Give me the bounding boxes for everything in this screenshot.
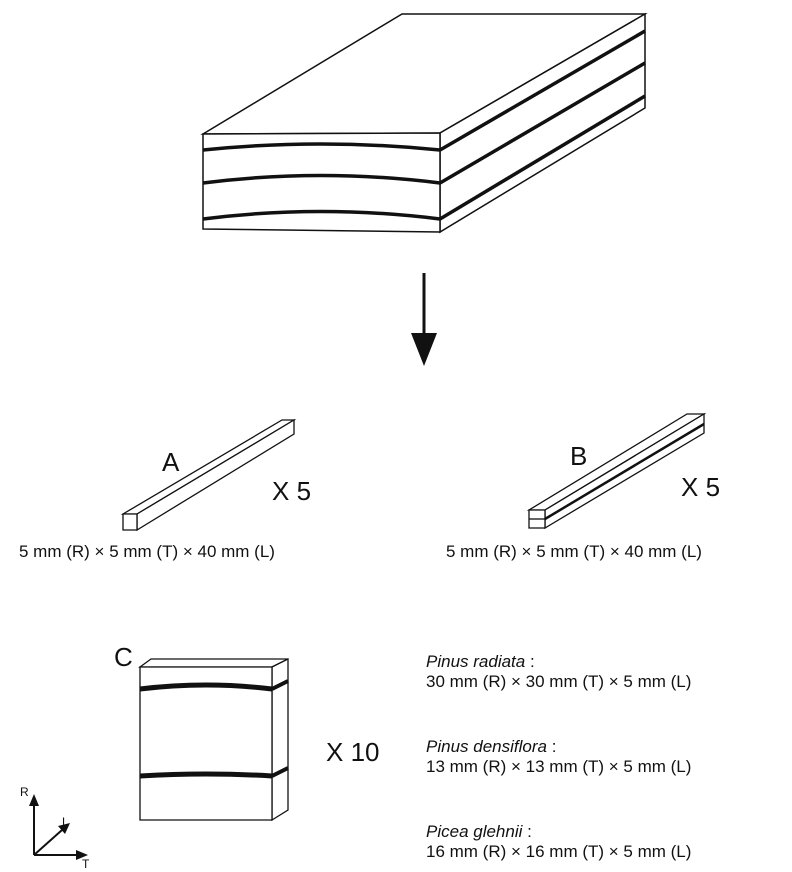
species-name: Picea glehnii bbox=[426, 822, 523, 841]
growth-ring-front-1 bbox=[202, 142, 441, 152]
species-picea-glehnii: Picea glehnii : 16 mm (R) × 16 mm (T) × … bbox=[426, 822, 691, 862]
specimen-c-top-face bbox=[138, 658, 289, 668]
axis-triad-icon bbox=[29, 794, 88, 860]
specimen-b-stick bbox=[526, 412, 707, 530]
specimen-c-label: C bbox=[114, 642, 133, 672]
wood-block-front-face bbox=[202, 132, 441, 233]
growth-ring-side-2 bbox=[439, 61, 646, 185]
specimen-a-side-face bbox=[136, 418, 295, 532]
specimen-c-block bbox=[138, 657, 289, 822]
specimen-a-end-face bbox=[122, 513, 138, 531]
wood-block bbox=[200, 12, 648, 234]
species-dims: 30 mm (R) × 30 mm (T) × 5 mm (L) bbox=[426, 672, 692, 691]
specimen-b-dims: 5 mm (R) × 5 mm (T) × 40 mm (L) bbox=[446, 542, 702, 561]
specimen-a-label: A bbox=[162, 447, 180, 477]
specimen-a-stick bbox=[120, 418, 297, 532]
specimen-a-count: X 5 bbox=[272, 476, 312, 506]
growth-ring-side-1 bbox=[439, 29, 646, 152]
axis-label-r: R bbox=[20, 785, 29, 799]
growth-ring-front-2 bbox=[202, 173, 441, 185]
specimen-c-ring-lower-side bbox=[271, 766, 289, 778]
species-name: Pinus densiflora bbox=[426, 737, 547, 756]
specimen-c-ring-upper bbox=[139, 682, 273, 692]
down-arrow-icon bbox=[411, 273, 437, 366]
specimen-b-count: X 5 bbox=[681, 472, 721, 502]
specimen-c-front-face bbox=[139, 666, 273, 821]
axis-label-t: T bbox=[82, 857, 90, 871]
species-pinus-densiflora: Pinus densiflora : 13 mm (R) × 13 mm (T)… bbox=[426, 737, 691, 777]
species-separator: : bbox=[522, 822, 532, 841]
growth-ring-side-3 bbox=[439, 94, 646, 221]
growth-ring-front-3 bbox=[202, 209, 441, 221]
specimen-b-top-face bbox=[526, 413, 707, 511]
specimen-a-dims: 5 mm (R) × 5 mm (T) × 40 mm (L) bbox=[19, 542, 275, 561]
specimen-c-ring-upper-side bbox=[271, 679, 289, 691]
species-dims: 13 mm (R) × 13 mm (T) × 5 mm (L) bbox=[426, 757, 692, 776]
axis-label-l: L bbox=[62, 815, 69, 829]
species-name: Pinus radiata bbox=[426, 652, 526, 671]
specimen-c-count: X 10 bbox=[326, 737, 380, 767]
specimen-b-label: B bbox=[570, 441, 588, 471]
species-separator: : bbox=[525, 652, 535, 671]
specimen-b-layer-line-side bbox=[544, 422, 705, 521]
species-separator: : bbox=[546, 737, 557, 756]
specimen-a-top-face bbox=[120, 419, 297, 515]
species-dims: 16 mm (R) × 16 mm (T) × 5 mm (L) bbox=[426, 842, 692, 861]
species-pinus-radiata: Pinus radiata : 30 mm (R) × 30 mm (T) × … bbox=[426, 652, 691, 692]
specimen-c-ring-lower bbox=[139, 771, 273, 779]
